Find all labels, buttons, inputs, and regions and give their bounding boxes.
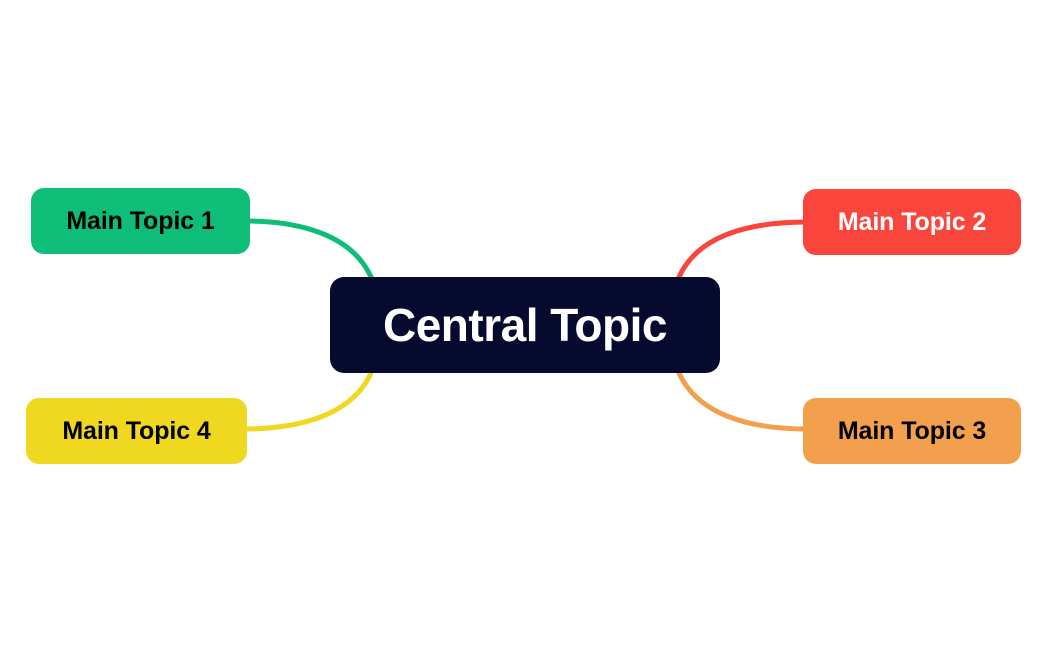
connector-topic-1 (243, 218, 374, 280)
connector-topic-2 (676, 219, 810, 280)
connector-topic-3 (676, 370, 810, 432)
node-central-topic[interactable]: Central Topic (330, 277, 720, 373)
node-label-main-topic-4: Main Topic 4 (62, 416, 211, 445)
node-label-main-topic-2: Main Topic 2 (837, 207, 987, 236)
node-label-main-topic-1: Main Topic 1 (66, 206, 215, 235)
node-main-topic-2[interactable]: Main Topic 2 (803, 189, 1021, 255)
node-main-topic-1[interactable]: Main Topic 1 (31, 188, 250, 254)
node-main-topic-4[interactable]: Main Topic 4 (26, 398, 247, 464)
node-main-topic-3[interactable]: Main Topic 3 (803, 398, 1021, 464)
node-label-central-topic: Central Topic (382, 299, 668, 351)
node-label-main-topic-3: Main Topic 3 (837, 416, 987, 445)
connector-topic-4 (240, 370, 374, 432)
